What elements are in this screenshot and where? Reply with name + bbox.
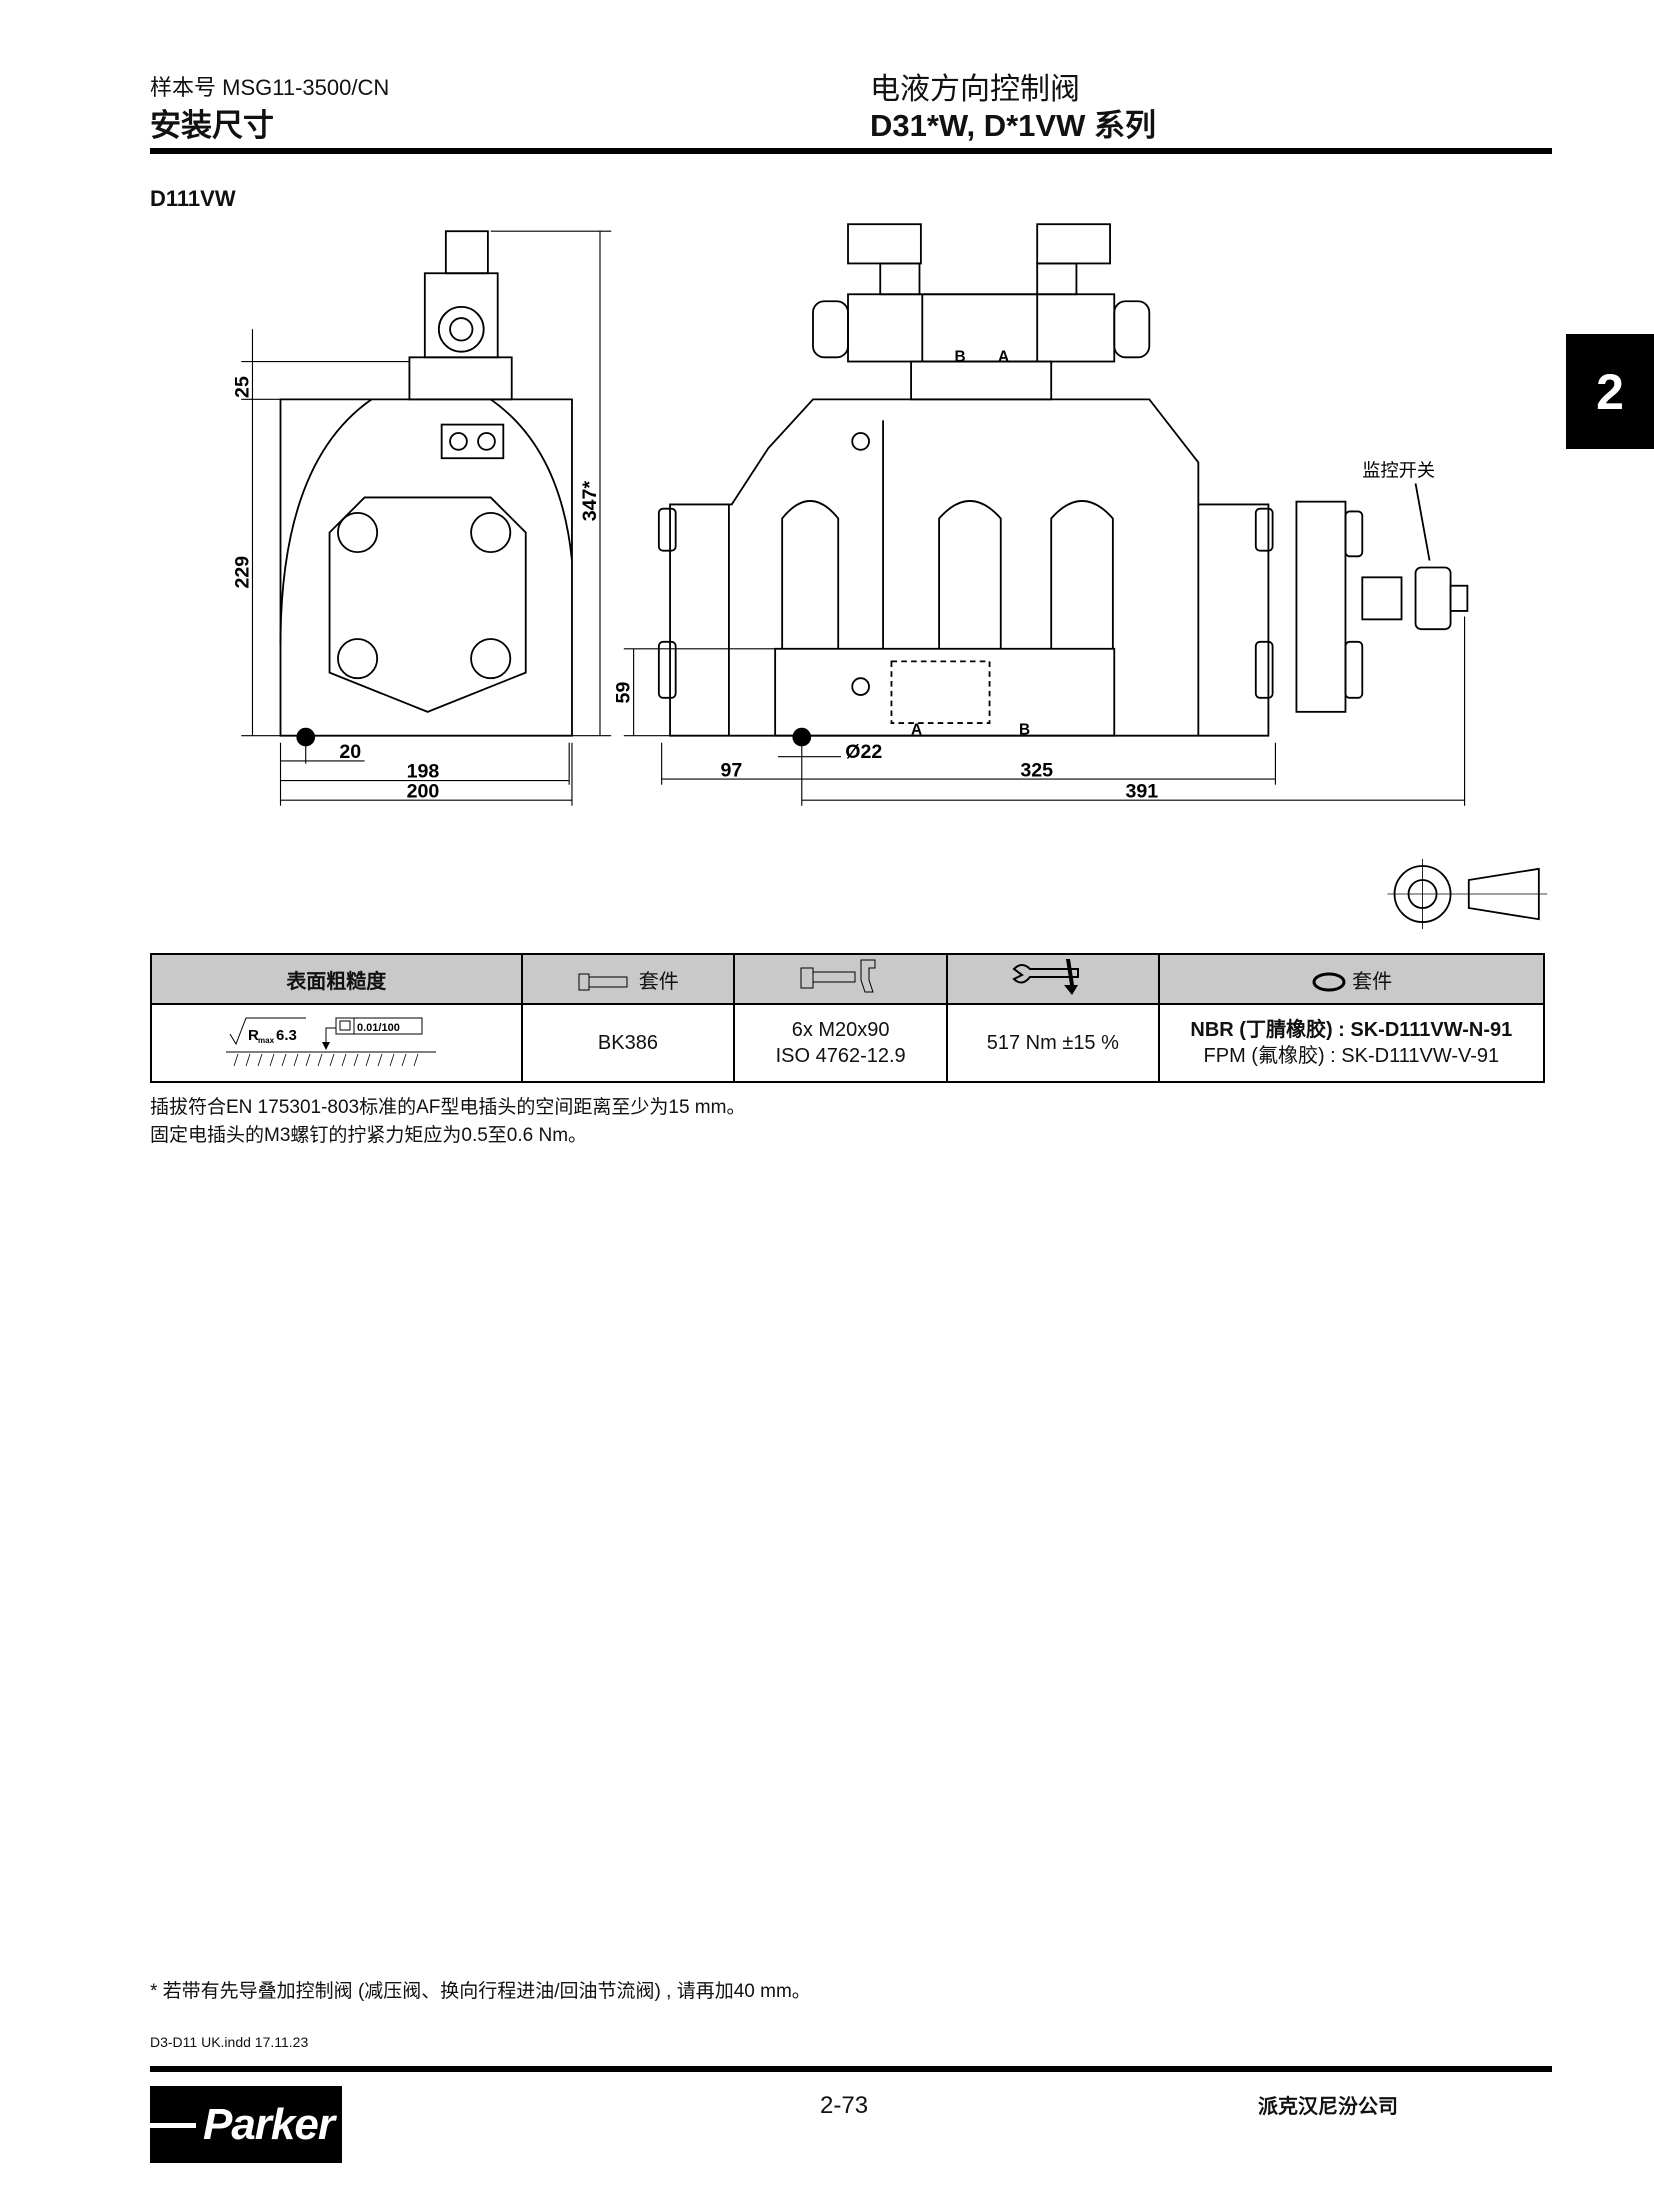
dim-347: 347*	[579, 481, 601, 522]
front-view	[657, 223, 1469, 747]
bolt-kit-label: 套件	[638, 970, 679, 993]
chapter-tab: 2	[1566, 334, 1654, 449]
dim-25: 25	[231, 376, 253, 398]
seal-kit-value: NBR (丁腈橡胶) : SK-D111VW-N-91 FPM (氟橡胶) : …	[1157, 1003, 1546, 1083]
seal-kit-label: 套件	[1352, 970, 1393, 993]
bolts-value: 6x M20x90 ISO 4762-12.9	[733, 1003, 948, 1083]
dim-325: 325	[1020, 759, 1053, 781]
svg-text:max: max	[258, 1036, 275, 1045]
header-rule	[150, 148, 1552, 154]
svg-text:6.3: 6.3	[276, 1027, 297, 1044]
header-bolts	[733, 953, 948, 1005]
roughness-flatness-icon: R max 6.3 0.01/100	[226, 1017, 437, 1066]
footnote: * 若带有先导叠加控制阀 (减压阀、换向行程进油/回油节流阀) , 请再加40 …	[150, 1981, 811, 2002]
parker-logo: Parker	[150, 2086, 342, 2163]
header-seal-kit: 套件	[1157, 953, 1546, 1005]
side-view-dimensions	[241, 230, 612, 806]
dim-97: 97	[721, 759, 743, 781]
front-view-dimensions	[623, 616, 1466, 806]
projection-symbol-icon	[1387, 858, 1548, 930]
note-2: 固定电插头的M3螺钉的拧紧力矩应为0.5至0.6 Nm。	[150, 1125, 588, 1146]
header-bolt-kit: 套件	[520, 953, 736, 1005]
product-title: 电液方向控制阀	[870, 73, 1080, 106]
port-label-b-lower: B	[1019, 721, 1030, 738]
section-title: 安装尺寸	[150, 108, 274, 143]
seal-kit-fpm: FPM (氟橡胶) : SK-D111VW-V-91	[1203, 1045, 1500, 1067]
bolts-line-2: ISO 4762-12.9	[775, 1045, 906, 1067]
file-info: D3-D11 UK.indd 17.11.23	[150, 2034, 309, 2050]
side-view	[279, 230, 573, 747]
surface-roughness-symbol: R max 6.3 0.01/100	[150, 1003, 523, 1083]
dim-391: 391	[1125, 780, 1158, 802]
model-label: D111VW	[150, 186, 236, 211]
page-number: 2-73	[820, 2092, 869, 2119]
wrench-torque-icon	[1012, 959, 1079, 995]
catalog-number: 样本号 MSG11-3500/CN	[150, 75, 390, 100]
header-torque	[945, 953, 1160, 1005]
dim-20: 20	[339, 741, 361, 763]
dim-198: 198	[407, 761, 440, 783]
product-series: D31*W, D*1VW 系列	[870, 108, 1156, 143]
port-label-a: A	[998, 349, 1009, 366]
footer-rule	[150, 2066, 1552, 2072]
bolt-icon	[578, 973, 628, 991]
seal-kit-nbr: NBR (丁腈橡胶) : SK-D111VW-N-91	[1190, 1019, 1513, 1041]
spec-table: 表面粗糙度 套件 套件 R max 6.3 0.01/100	[150, 953, 1546, 1083]
dim-229: 229	[231, 556, 253, 589]
svg-text:R: R	[248, 1027, 259, 1044]
svg-text:0.01/100: 0.01/100	[357, 1022, 400, 1034]
o-ring-icon	[1312, 972, 1346, 992]
bolt-caliper-icon	[800, 959, 876, 993]
note-1: 插拔符合EN 175301-803标准的AF型电插头的空间距离至少为15 mm。	[150, 1097, 746, 1118]
company-name: 派克汉尼汾公司	[1258, 2096, 1398, 2118]
bolts-line-1: 6x M20x90	[791, 1019, 890, 1041]
torque-value: 517 Nm ±15 %	[945, 1003, 1160, 1083]
port-label-b: B	[955, 349, 966, 366]
monitor-switch-label: 监控开关	[1362, 460, 1435, 480]
bolt-kit-value: BK386	[520, 1003, 736, 1083]
port-label-a-lower: A	[911, 721, 922, 738]
dim-200: 200	[407, 780, 440, 802]
header-surface-roughness: 表面粗糙度	[150, 953, 523, 1005]
dim-22: Ø22	[845, 741, 882, 763]
dim-59: 59	[612, 682, 634, 704]
